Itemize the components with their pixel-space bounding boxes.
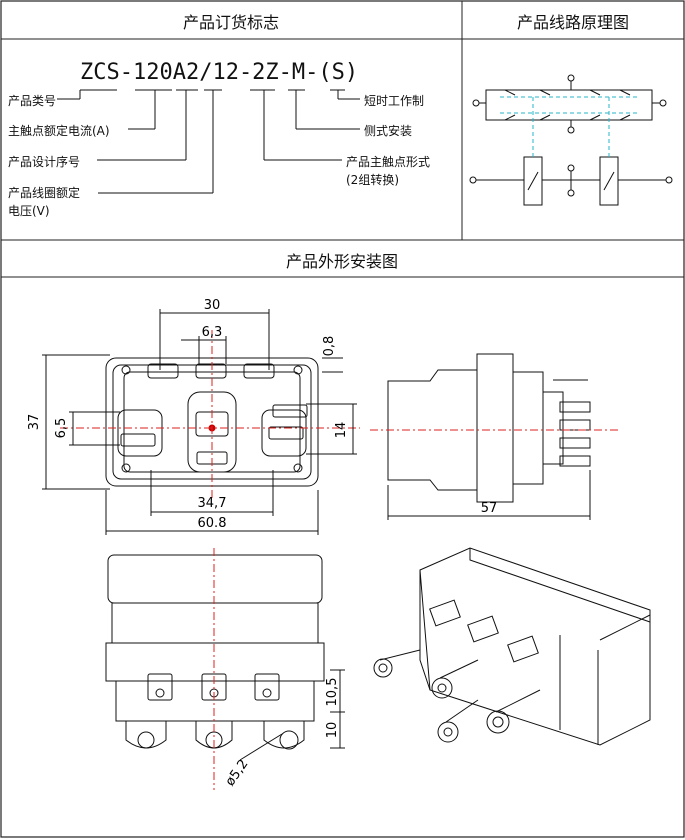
circuit-title: 产品线路原理图 (516, 13, 629, 32)
dim-10: 10 (325, 722, 340, 739)
label-product-type: 产品类号 (8, 94, 57, 108)
dim-10-5: 10,5 (325, 678, 340, 707)
dim-6-5: 6,5 (54, 418, 69, 439)
label-short-time: 短时工作制 (364, 94, 425, 108)
dim-30: 30 (204, 298, 221, 313)
isometric-view (373, 547, 651, 746)
dim-6-3: 6,3 (202, 325, 223, 340)
dim-37: 37 (27, 414, 42, 431)
dim-5-2: ø5,2 (223, 757, 252, 789)
ordering-title: 产品订货标志 (182, 13, 279, 32)
dim-0-8: 0,8 (322, 336, 337, 357)
label-coil-voltage-2: 电压(V) (8, 204, 50, 218)
dim-14: 14 (334, 422, 349, 439)
front-view (42, 309, 360, 535)
label-coil-voltage-1: 产品线圈额定 (8, 186, 81, 200)
label-contact-form-2: (2组转换) (346, 173, 399, 187)
label-side-mount: 侧式安装 (364, 124, 413, 138)
ordering-code: ZCS-120A2/12-2Z-M-(S) (80, 60, 359, 85)
bottom-view (105, 548, 345, 790)
circuit-diagram (469, 74, 673, 206)
dim-57: 57 (481, 501, 498, 516)
side-view (370, 353, 620, 520)
outline-title: 产品外形安装图 (285, 252, 398, 271)
label-design-seq: 产品设计序号 (8, 155, 81, 169)
ordering-leaders (57, 89, 360, 194)
label-contact-form-1: 产品主触点形式 (346, 155, 431, 169)
dim-60-8: 60.8 (198, 516, 227, 531)
dim-34-7: 34,7 (198, 496, 227, 511)
label-rated-current: 主触点额定电流(A) (8, 124, 110, 138)
